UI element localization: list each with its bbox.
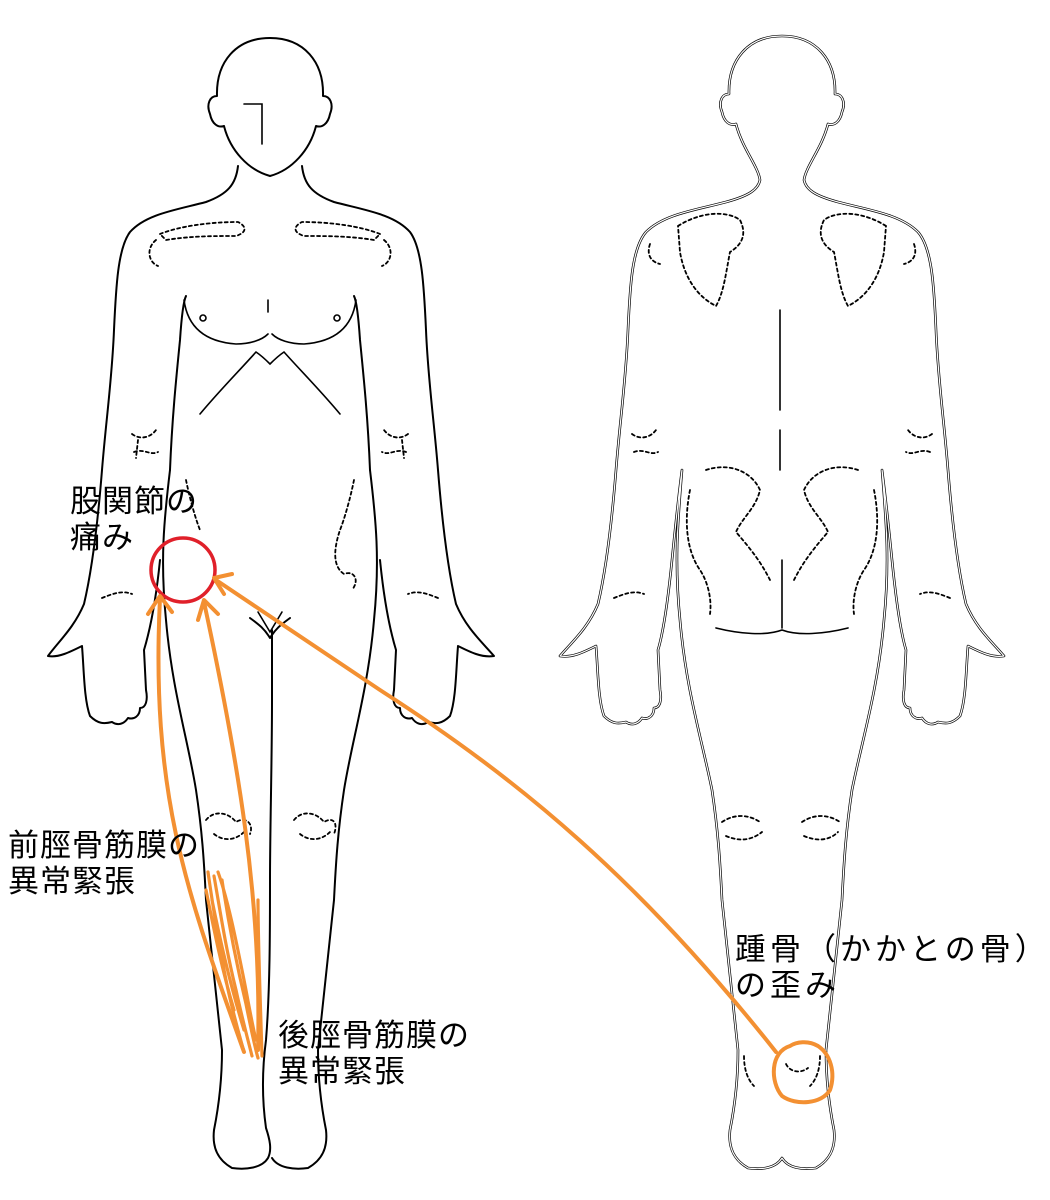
arrow-heel-to-hip <box>214 578 778 1054</box>
posterior-tibial-line1: 後脛骨筋膜の <box>278 1018 470 1054</box>
heel-distortion-loop <box>771 1040 835 1105</box>
arrowhead-posterior <box>196 598 220 622</box>
calcaneus-line1: 踵骨（かかとの骨） <box>735 932 1050 968</box>
hip-pain-label: 股関節の 痛み <box>70 484 198 556</box>
arrow-anterior-to-hip <box>156 596 246 1054</box>
hip-pain-line1: 股関節の <box>70 484 198 520</box>
anterior-tibial-scribble <box>204 870 264 1060</box>
calcaneus-line2: の歪み <box>735 968 840 1004</box>
anterior-tibial-label: 前脛骨筋膜の 異常緊張 <box>8 828 200 900</box>
posterior-tibial-line2: 異常緊張 <box>278 1054 406 1090</box>
anterior-tibial-line1: 前脛骨筋膜の <box>8 828 200 864</box>
anterior-tibial-line2: 異常緊張 <box>8 864 136 900</box>
front-body-figure <box>47 37 495 1170</box>
hip-pain-line2: 痛み <box>70 520 134 556</box>
calcaneus-label: 踵骨（かかとの骨） の歪み <box>735 932 1050 1004</box>
hip-pain-circle <box>149 536 217 604</box>
back-body-figure <box>558 34 1006 1170</box>
arrowhead-anterior <box>146 594 174 616</box>
arrow-posterior-to-hip <box>202 600 261 1052</box>
posterior-tibial-label: 後脛骨筋膜の 異常緊張 <box>278 1018 470 1090</box>
arrowhead-heel <box>212 572 234 596</box>
